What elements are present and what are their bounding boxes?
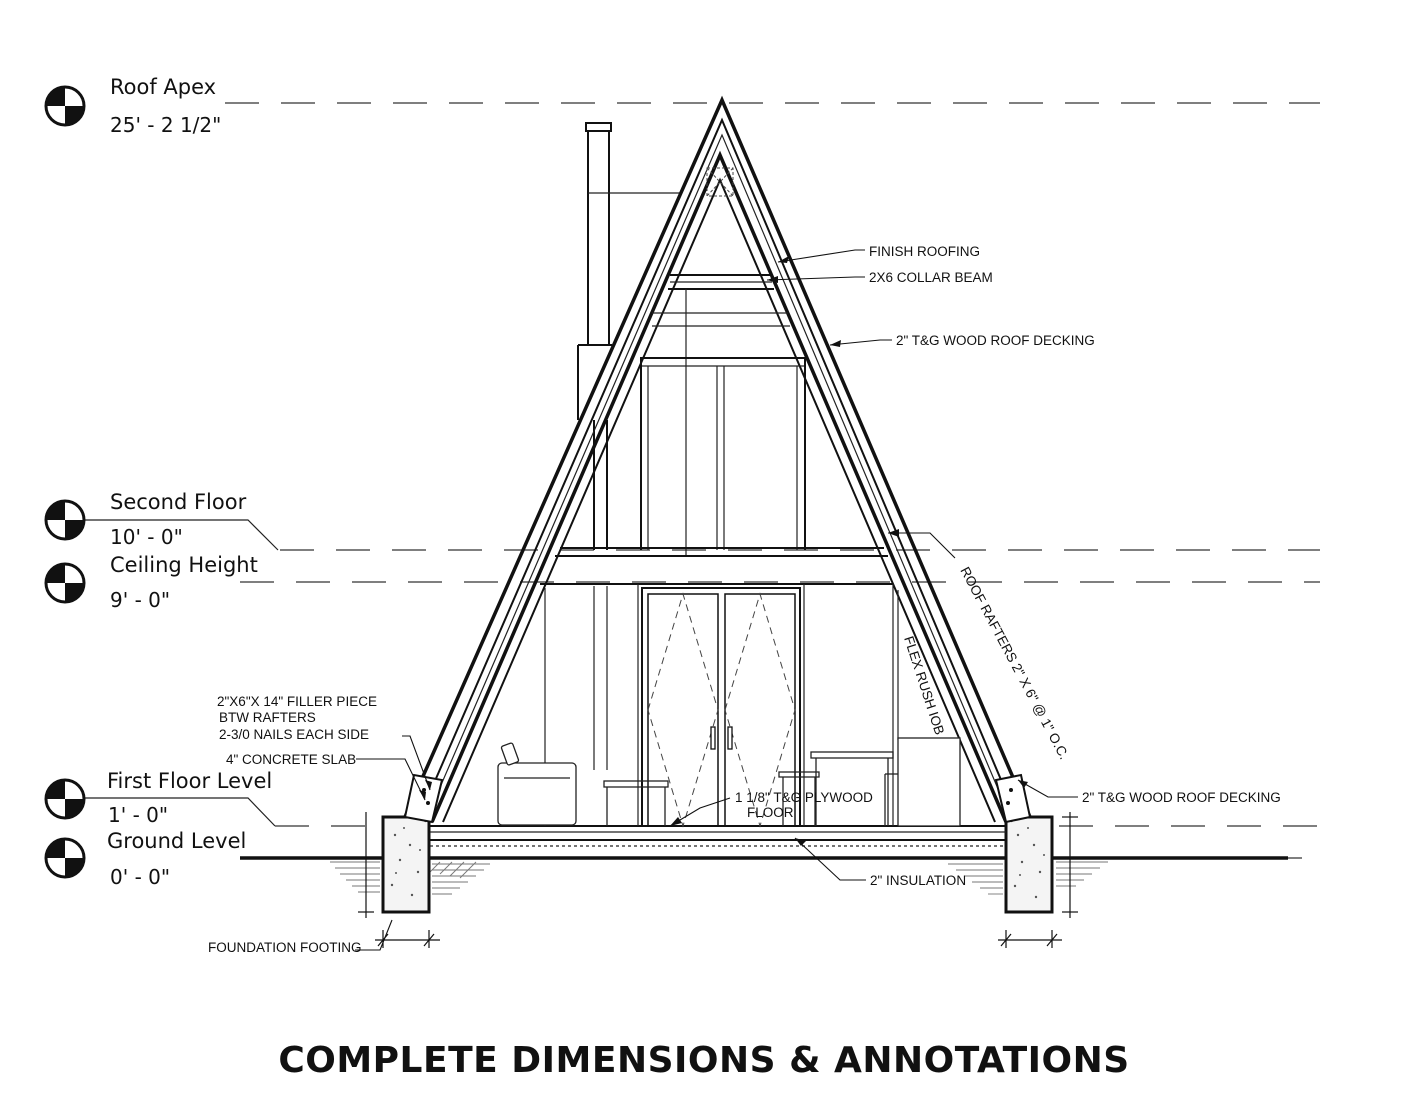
finish-roofing-label: FINISH ROOFING [869,244,980,259]
lower-glazing [544,584,899,826]
level-name: Second Floor [110,490,247,514]
dining-table [810,751,894,826]
finish-roofing-line [403,95,1032,818]
foundation-right [1004,815,1054,914]
dimension-marks [358,812,1078,948]
first-floor-datum-line [85,797,276,827]
floor-slab [430,825,1006,847]
filler-piece-label-2: BTW RAFTERS [219,710,316,725]
collar-beam-label: 2X6 COLLAR BEAM [869,270,993,285]
level-value: 1' - 0" [108,803,168,827]
armchair [497,742,577,826]
leader-arrowheads [419,256,1028,846]
roof-decking-upper-label: 2" T&G WOOD ROOF DECKING [896,333,1095,348]
datum-symbol-icon [44,778,86,820]
annotations: FINISH ROOFING 2X6 COLLAR BEAM 2" T&G WO… [208,244,1281,955]
door-handle-left[interactable] [710,726,716,750]
filler-piece-label-3: 2-3/0 NAILS EACH SIDE [219,727,369,742]
collar-beam [652,274,790,556]
insulation-label: 2" INSULATION [870,873,966,888]
foundation-left [381,815,431,914]
kitchen-cabinet [884,737,961,827]
level-value: 10' - 0" [110,525,183,549]
ground [240,856,1288,895]
level-name: Ceiling Height [110,553,258,577]
plywood-floor-label-2: FLOOR [747,805,794,820]
chimney-cap [585,122,612,132]
chimney [577,122,680,770]
upper-gable-windows [640,357,806,550]
door-left-leaf[interactable] [647,593,719,827]
concrete-slab-label: 4" CONCRETE SLAB [226,752,356,767]
french-doors[interactable] [641,587,801,828]
leader-lines [355,249,1078,951]
second-floor-datum-line [85,519,279,551]
footing-left [381,815,431,914]
level-marker-ground-level: Ground Level 0' - 0" [44,829,246,889]
level-marker-roof-apex: Roof Apex 25' - 2 1/2" [44,75,221,137]
rafter-tail-left [403,773,444,824]
side-table [603,780,669,826]
level-marker-second-floor: Second Floor 10' - 0" [44,490,247,549]
plywood-floor-label-1: 1 1/8" T&G PLYWOOD [735,790,873,805]
filler-piece-label-1: 2"X6"X 14" FILLER PIECE [217,694,377,709]
level-name: Roof Apex [110,75,216,99]
foundation-footing-label: FOUNDATION FOOTING [208,940,362,955]
drawing-title: COMPLETE DIMENSIONS & ANNOTATIONS [278,1040,1129,1081]
level-value: 9' - 0" [110,588,170,612]
level-lines [85,102,1320,859]
level-name: First Floor Level [107,769,272,793]
level-value: 25' - 2 1/2" [110,113,221,137]
level-marker-ceiling-height: Ceiling Height 9' - 0" [44,553,258,612]
soil-hatch-left [330,861,490,895]
datum-symbol-icon [44,562,86,604]
level-name: Ground Level [107,829,246,853]
level-marker-first-floor: First Floor Level 1' - 0" [44,769,272,827]
second-floor-beam [540,547,893,585]
a-frame-roof [403,95,1032,824]
datum-symbol-icon [44,837,86,879]
footing-right [1004,815,1054,914]
soil-hatch-right [948,861,1108,895]
datum-symbol-icon [44,85,86,127]
door-frame [641,587,801,827]
rafter-tail-right [994,773,1032,824]
level-value: 0' - 0" [110,865,170,889]
door-handle-right[interactable] [727,726,733,750]
datum-symbol-icon [44,499,86,541]
interior-wall-note: FLEX RUSH IOB [901,634,947,736]
roof-decking-lower-label: 2" T&G WOOD ROOF DECKING [1082,790,1281,805]
ridge-detail [706,167,734,197]
bar-stool [778,771,820,826]
